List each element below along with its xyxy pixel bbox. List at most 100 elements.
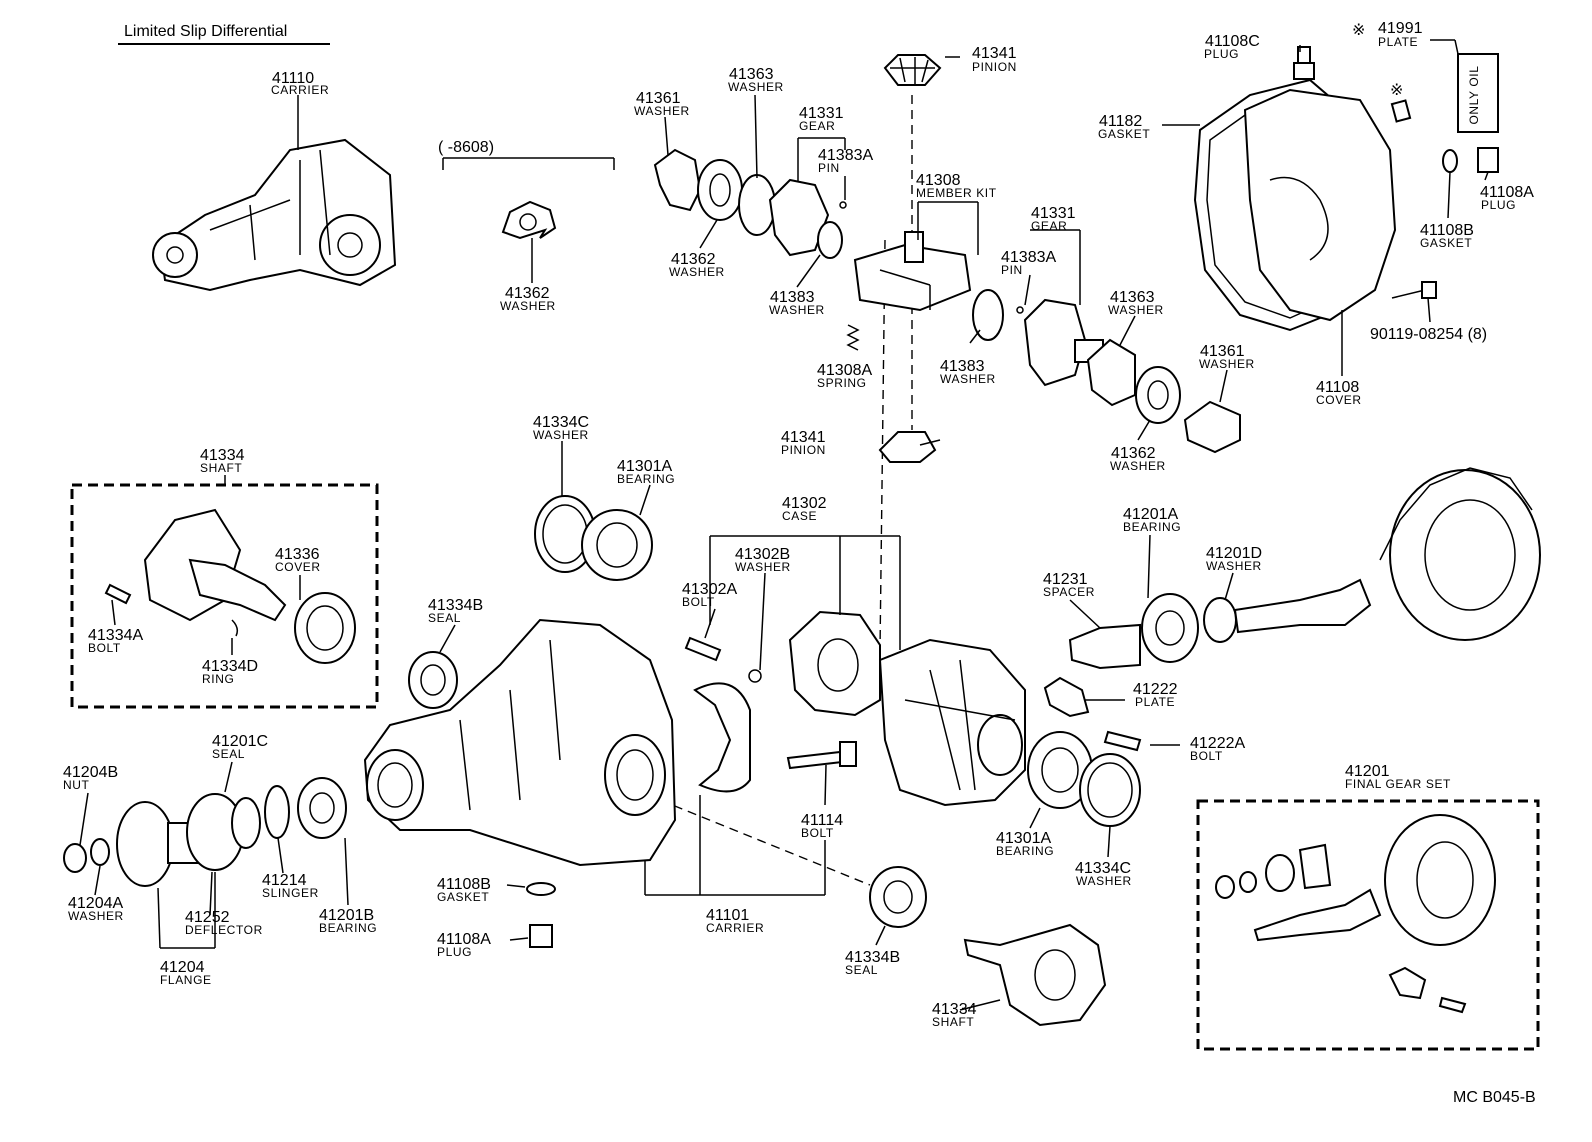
case-bolts-drawing	[684, 636, 1142, 770]
oil-plate-drawing: ONLY OIL	[1457, 53, 1499, 133]
differential-case-drawing	[788, 610, 1026, 807]
label-41201D-name: WASHER	[1206, 559, 1262, 573]
final-gear-set-drawing	[1215, 814, 1496, 1014]
figure-code: MC B045-B	[1453, 1089, 1536, 1106]
label-41222-name: PLATE	[1135, 695, 1175, 709]
label-41362-right-name: WASHER	[1110, 459, 1166, 473]
bearing-cap-drawing	[693, 682, 751, 793]
label-41302-name: CASE	[782, 509, 817, 523]
label-41361-right-name: WASHER	[1199, 357, 1255, 371]
label-41214-name: SLINGER	[262, 886, 319, 900]
label-41334A-name: BOLT	[88, 641, 121, 655]
oil-plate-lettering: ONLY OIL	[1467, 65, 1481, 124]
final-gear-set-box	[1196, 799, 1540, 1051]
label-41302A-name: BOLT	[682, 595, 715, 609]
label-41334B-top-name: SEAL	[428, 611, 461, 625]
label-41222A-number: 41222A	[1190, 735, 1245, 752]
pinion-41341-mid-drawing	[878, 431, 937, 463]
label-41101-number: 41101	[706, 907, 749, 924]
label-41201A-name: BEARING	[1123, 520, 1181, 534]
label-41301A-top-name: BEARING	[617, 472, 675, 486]
label-41201-number: 41201	[1345, 763, 1390, 780]
shaft-bottom-drawing	[963, 923, 1107, 1027]
label-41362-range-name: WASHER	[500, 299, 556, 313]
label-41363-right-name: WASHER	[1108, 303, 1164, 317]
label-41334-shaft-left-number: 41334	[200, 447, 245, 464]
label-41383-right-number: 41383	[940, 358, 985, 375]
label-41331-right-name: GEAR	[1031, 219, 1067, 233]
label-41334-shaft-left-name: SHAFT	[200, 461, 242, 475]
seal-top-drawing	[408, 651, 458, 709]
diagram-title: Limited Slip Differential	[124, 23, 287, 40]
label-41334B-bottom-number: 41334B	[845, 949, 900, 966]
label-41201C-number: 41201C	[212, 733, 268, 750]
label-41201B-name: BEARING	[319, 921, 377, 935]
label-41341-mid-name: PINION	[781, 443, 826, 457]
label-41222A-name: BOLT	[1190, 749, 1223, 763]
seal-bottom-drawing	[869, 866, 927, 928]
washer-bearing-top-drawing	[534, 495, 653, 581]
label-41361-right-number: 41361	[1200, 343, 1245, 360]
label-41301A-bottom-number: 41301A	[996, 830, 1051, 847]
label-41204B-name: NUT	[63, 778, 90, 792]
label-41334B-top-number: 41334B	[428, 597, 483, 614]
label-41108C-number: 41108C	[1205, 33, 1260, 50]
label-41363-top-name: WASHER	[728, 80, 784, 94]
label-41108A-bottom-number: 41108A	[437, 931, 491, 948]
label-41201D-number: 41201D	[1206, 545, 1262, 562]
label-41334B-bottom-name: SEAL	[845, 963, 878, 977]
label-41334C-top-name: WASHER	[533, 428, 589, 442]
label-41362-right-number: 41362	[1111, 445, 1156, 462]
label-41308-number: 41308	[916, 172, 961, 189]
right-gear-set-drawing	[972, 289, 1241, 454]
label-41108A-top-number: 41108A	[1480, 184, 1534, 201]
leader-lines	[79, 39, 1489, 1011]
spring-drawing	[846, 324, 860, 351]
label-41182-number: 41182	[1099, 113, 1142, 130]
label-41201A-number: 41201A	[1123, 506, 1178, 523]
label-41331-top-name: GEAR	[799, 119, 835, 133]
label-41341-top-name: PINION	[972, 60, 1017, 74]
label-41991-number: 41991	[1378, 20, 1423, 37]
washer-41362-range-drawing	[501, 200, 557, 240]
label-41334C-bottom-number: 41334C	[1075, 860, 1131, 877]
axis-line-diagonal	[659, 799, 871, 886]
label-41991-name: PLATE	[1378, 35, 1418, 49]
label-41201C-name: SEAL	[212, 747, 245, 761]
label-41383A-top-number: 41383A	[818, 147, 873, 164]
label-41108A-bottom-name: PLUG	[437, 945, 472, 959]
label-41383-left-name: WASHER	[769, 303, 825, 317]
axis-line-vertical-2	[879, 239, 886, 651]
top-gear-set-drawing	[653, 148, 847, 259]
label-note-mark-small: ※	[1390, 82, 1403, 99]
label-note-mark-41991: ※	[1352, 22, 1365, 39]
label-41334-shaft-bottom-number: 41334	[932, 1001, 977, 1018]
label-41383-left-number: 41383	[770, 289, 815, 306]
label-41182-name: GASKET	[1098, 127, 1150, 141]
label-41362-mid-name: WASHER	[669, 265, 725, 279]
range-label: ( -8608)	[438, 139, 494, 156]
label-41231-number: 41231	[1043, 571, 1088, 588]
label-41331-right-number: 41331	[1031, 205, 1076, 222]
drain-plug-parts-drawing	[1293, 46, 1499, 299]
label-41108-name: COVER	[1316, 393, 1362, 407]
label-41302-number: 41302	[782, 495, 827, 512]
label-41252-name: DEFLECTOR	[185, 923, 263, 937]
label-41334-shaft-bottom-name: SHAFT	[932, 1015, 974, 1029]
label-41341-top-number: 41341	[972, 45, 1017, 62]
label-41334D-name: RING	[202, 672, 234, 686]
callouts: 41110 CARRIER 41362 WASHER 41361 WASHER …	[63, 20, 1536, 1106]
washer-hole	[519, 213, 537, 231]
shaft-kit-drawing	[104, 508, 356, 664]
label-41108C-name: PLUG	[1204, 47, 1239, 61]
label-41201-name: FINAL GEAR SET	[1345, 777, 1451, 791]
label-41331-top-number: 41331	[799, 105, 844, 122]
label-41252-number: 41252	[185, 909, 230, 926]
label-41334C-bottom-name: WASHER	[1076, 874, 1132, 888]
main-carrier-drawing	[363, 618, 677, 867]
pinion-41341-top-drawing	[883, 54, 942, 86]
label-41204A-name: WASHER	[68, 909, 124, 923]
label-90119-number: 90119-08254 (8)	[1370, 326, 1487, 343]
label-41101-name: CARRIER	[706, 921, 764, 935]
